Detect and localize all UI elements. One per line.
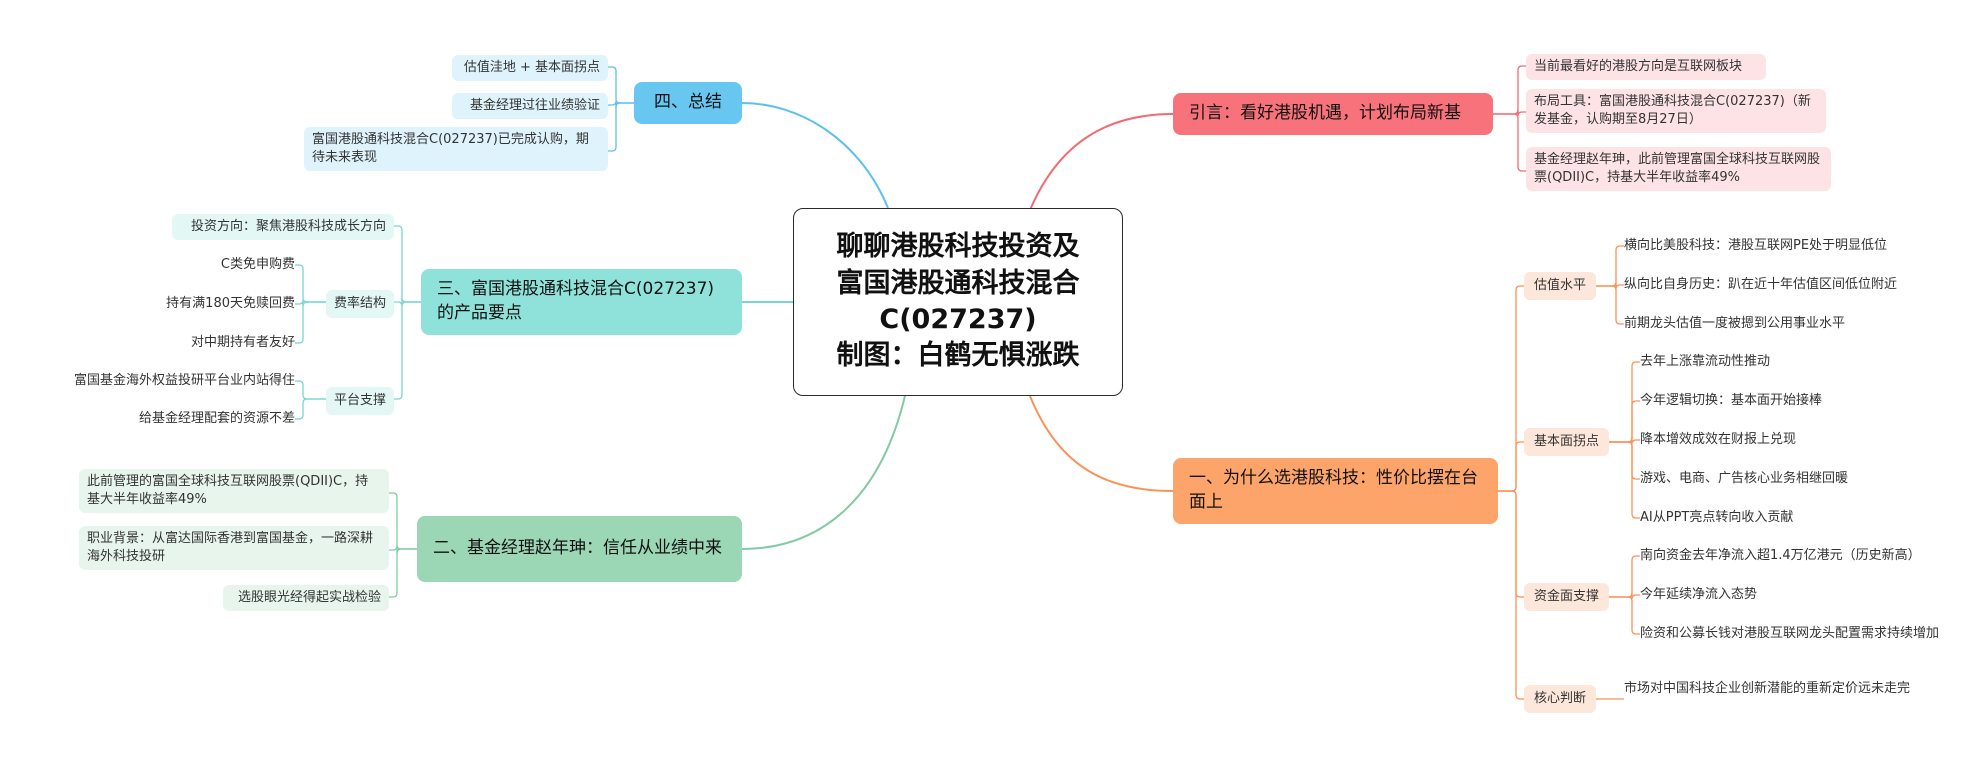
link-center-manager (741, 395, 906, 550)
why-group-fundamentals[interactable]: 基本面拐点 (1524, 428, 1609, 457)
branch-intro[interactable]: 引言：看好港股机遇，计划布局新基 (1173, 93, 1493, 135)
link-fundamentals-item-2 (1609, 400, 1640, 443)
why-fundamentals-item-5[interactable]: AI从PPT亮点转向收入贡献 (1640, 510, 1794, 525)
branch-product[interactable]: 三、富国港股通科技混合C(027237)的产品要点 (421, 269, 742, 335)
product-platform-item-1[interactable]: 富国基金海外权益投研平台业内站得住 (73, 373, 295, 388)
branch-why-label: 一、为什么选港股科技：性价比摆在台面上 (1189, 468, 1478, 512)
product-group-fee[interactable]: 费率结构 (326, 290, 394, 319)
why-group-judgement[interactable]: 核心判断 (1524, 685, 1596, 714)
branch-manager[interactable]: 二、基金经理赵年珅：信任从业绩中来 (417, 516, 742, 582)
link-platform-item-2 (295, 398, 326, 420)
link-why-group-2 (1498, 441, 1524, 492)
link-product-child-3 (394, 301, 421, 400)
manager-item-1[interactable]: 此前管理的富国全球科技互联网股票(QDII)C，持基大半年收益率49% (79, 469, 389, 514)
link-intro-item-3 (1493, 113, 1526, 172)
why-judgement-item-1[interactable]: 市场对中国科技企业创新潜能的重新定价远未走完 (1624, 681, 1911, 696)
product-group-platform-label: 平台支撑 (334, 393, 387, 408)
why-valuation-item-3[interactable]: 前期龙头估值一度被摁到公用事业水平 (1624, 316, 1846, 331)
intro-item-1-text: 当前最看好的港股方向是互联网板块 (1534, 59, 1743, 74)
product-platform-item-2[interactable]: 给基金经理配套的资源不差 (138, 411, 295, 426)
summary-item-3-text: 富国港股通科技混合C(027237)已完成认购，期待未来表现 (312, 132, 589, 166)
product-fee-item-3[interactable]: 对中期持有者友好 (190, 335, 295, 350)
why-group-capital[interactable]: 资金面支撑 (1524, 583, 1609, 612)
link-capital-item-3 (1609, 596, 1640, 635)
intro-item-3[interactable]: 基金经理赵年珅，此前管理富国全球科技互联网股票(QDII)C，持基大半年收益率4… (1526, 147, 1831, 192)
summary-item-2-text: 基金经理过往业绩验证 (469, 98, 600, 113)
central-topic[interactable]: 聊聊港股科技投资及 富国港股通科技混合 C(027237) 制图：白鹤无惧涨跌 (793, 208, 1123, 396)
product-group-fee-label: 费率结构 (334, 296, 387, 311)
branch-summary-label: 四、总结 (654, 92, 722, 113)
link-summary-item-2 (608, 100, 634, 108)
why-fundamentals-item-4[interactable]: 游戏、电商、广告核心业务相继回暖 (1640, 471, 1849, 486)
product-fee-item-1[interactable]: C类免申购费 (220, 257, 295, 272)
product-group-platform[interactable]: 平台支撑 (326, 387, 394, 416)
link-why-group-1 (1498, 285, 1524, 492)
manager-item-1-text: 此前管理的富国全球科技互联网股票(QDII)C，持基大半年收益率49% (87, 474, 369, 508)
why-group-valuation[interactable]: 估值水平 (1524, 272, 1596, 301)
product-fee-item-2[interactable]: 持有满180天免赎回费 (166, 296, 295, 311)
why-group-capital-label: 资金面支撑 (1533, 589, 1599, 604)
link-fundamentals-item-5 (1609, 441, 1640, 519)
why-capital-item-1[interactable]: 南向资金去年净流入超1.4万亿港元（历史新高） (1640, 548, 1921, 563)
intro-item-2-text: 布局工具：富国港股通科技混合C(027237)（新发基金，认购期至8月27日） (1534, 94, 1811, 128)
central-topic-line-3: C(027237) (879, 304, 1037, 335)
why-fundamentals-item-3[interactable]: 降本增效成效在财报上兑现 (1640, 432, 1797, 447)
why-group-fundamentals-label: 基本面拐点 (1533, 434, 1599, 449)
link-center-intro (1029, 113, 1174, 211)
link-summary-item-1 (608, 66, 634, 104)
link-fundamentals-item-3 (1609, 437, 1640, 445)
why-group-valuation-label: 估值水平 (1533, 278, 1586, 293)
link-why-group-4 (1498, 490, 1524, 700)
link-fundamentals-item-4 (1609, 441, 1640, 480)
branch-product-label: 三、富国港股通科技混合C(027237)的产品要点 (437, 279, 715, 323)
link-summary-item-3 (608, 102, 634, 152)
link-product-child-1 (394, 225, 421, 303)
summary-item-1-text: 估值洼地 + 基本面拐点 (463, 60, 600, 75)
product-direction[interactable]: 投资方向：聚焦港股科技成长方向 (172, 214, 394, 241)
intro-item-3-text: 基金经理赵年珅，此前管理富国全球科技互联网股票(QDII)C，持基大半年收益率4… (1534, 152, 1821, 186)
why-fundamentals-item-2[interactable]: 今年逻辑切换：基本面开始接棒 (1640, 393, 1823, 408)
link-fee-item-1 (295, 264, 326, 303)
why-fundamentals-item-1[interactable]: 去年上涨靠流动性推动 (1640, 354, 1771, 369)
link-valuation-item-1 (1596, 245, 1624, 287)
why-capital-item-2[interactable]: 今年延续净流入态势 (1640, 587, 1758, 602)
link-manager-item-1 (389, 492, 417, 550)
summary-item-1[interactable]: 估值洼地 + 基本面拐点 (452, 55, 608, 82)
branch-manager-label: 二、基金经理赵年珅：信任从业绩中来 (433, 538, 722, 559)
intro-item-2[interactable]: 布局工具：富国港股通科技混合C(027237)（新发基金，认购期至8月27日） (1526, 89, 1826, 134)
link-center-why (1029, 395, 1174, 492)
link-why-group-3 (1498, 490, 1524, 598)
central-topic-line-2: 富国港股通科技混合 (836, 267, 1080, 299)
summary-item-2[interactable]: 基金经理过往业绩验证 (452, 93, 608, 120)
link-platform-item-1 (295, 380, 326, 400)
why-group-judgement-label: 核心判断 (1533, 691, 1586, 706)
link-valuation-item-3 (1596, 285, 1624, 325)
why-valuation-item-1[interactable]: 横向比美股科技：港股互联网PE处于明显低位 (1624, 238, 1888, 253)
branch-why[interactable]: 一、为什么选港股科技：性价比摆在台面上 (1173, 458, 1498, 524)
link-fee-item-3 (295, 301, 326, 344)
link-fundamentals-item-1 (1609, 361, 1640, 443)
link-capital-item-1 (1609, 555, 1640, 598)
link-intro-item-1 (1493, 65, 1526, 115)
central-topic-line-4: 制图：白鹤无惧涨跌 (836, 340, 1080, 372)
product-direction-text: 投资方向：聚焦港股科技成长方向 (190, 219, 386, 234)
summary-item-3[interactable]: 富国港股通科技混合C(027237)已完成认购，期待未来表现 (304, 127, 608, 172)
link-capital-item-2 (1609, 592, 1640, 600)
link-intro-item-2 (1493, 109, 1526, 117)
link-fee-item-2 (295, 299, 326, 307)
manager-item-3[interactable]: 选股眼光经得起实战检验 (223, 585, 389, 612)
central-topic-line-1: 聊聊港股科技投资及 (836, 231, 1080, 263)
why-valuation-item-2[interactable]: 纵向比自身历史：趴在近十年估值区间低位附近 (1624, 277, 1898, 292)
manager-item-2-text: 职业背景：从富达国际香港到富国基金，一路深耕海外科技投研 (87, 531, 374, 565)
link-center-summary (741, 102, 889, 209)
branch-summary[interactable]: 四、总结 (634, 82, 742, 124)
intro-item-1[interactable]: 当前最看好的港股方向是互联网板块 (1526, 54, 1766, 81)
branch-intro-label: 引言：看好港股机遇，计划布局新基 (1189, 103, 1461, 124)
link-manager-item-3 (389, 548, 417, 598)
why-capital-item-3[interactable]: 险资和公募长钱对港股互联网龙头配置需求持续增加 (1640, 626, 1940, 641)
manager-item-3-text: 选股眼光经得起实战检验 (237, 590, 381, 605)
manager-item-2[interactable]: 职业背景：从富达国际香港到富国基金，一路深耕海外科技投研 (79, 526, 389, 571)
